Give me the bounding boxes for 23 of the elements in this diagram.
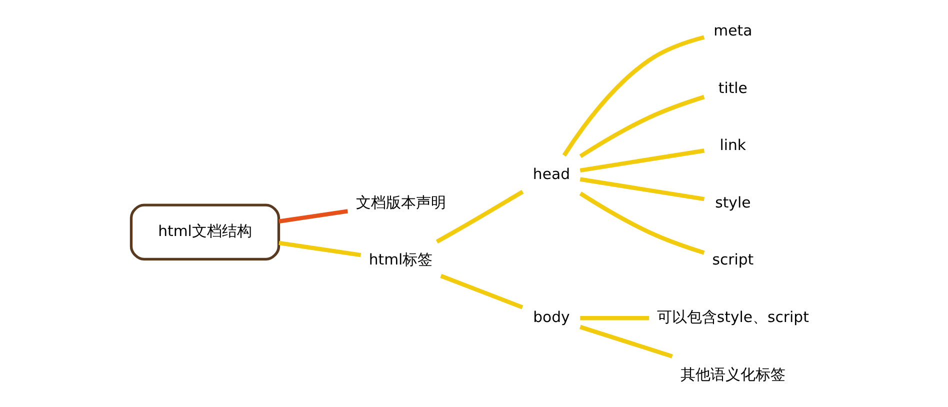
node-text: head (532, 164, 570, 183)
node-text: html标签 (368, 250, 433, 269)
node-text: meta (714, 22, 752, 40)
connector (580, 148, 705, 173)
connector (580, 177, 705, 202)
node-box: html文档结构 (130, 204, 280, 261)
connector (278, 209, 348, 224)
node-text: title (718, 78, 748, 97)
connector (278, 240, 362, 258)
connector (440, 274, 524, 310)
connector (562, 35, 705, 157)
connector (579, 192, 705, 255)
node-text: link (720, 136, 746, 154)
node-text: 其他语义化标签 (680, 365, 786, 384)
connector (436, 190, 524, 244)
node-text: style (715, 193, 751, 212)
node-text: 可以包含style、script (656, 308, 809, 326)
node-text: script (712, 250, 754, 269)
node-text: 文档版本声明 (356, 193, 446, 212)
node-text: body (533, 308, 570, 326)
connector (580, 324, 673, 358)
connector (580, 316, 650, 320)
connector (579, 94, 705, 158)
